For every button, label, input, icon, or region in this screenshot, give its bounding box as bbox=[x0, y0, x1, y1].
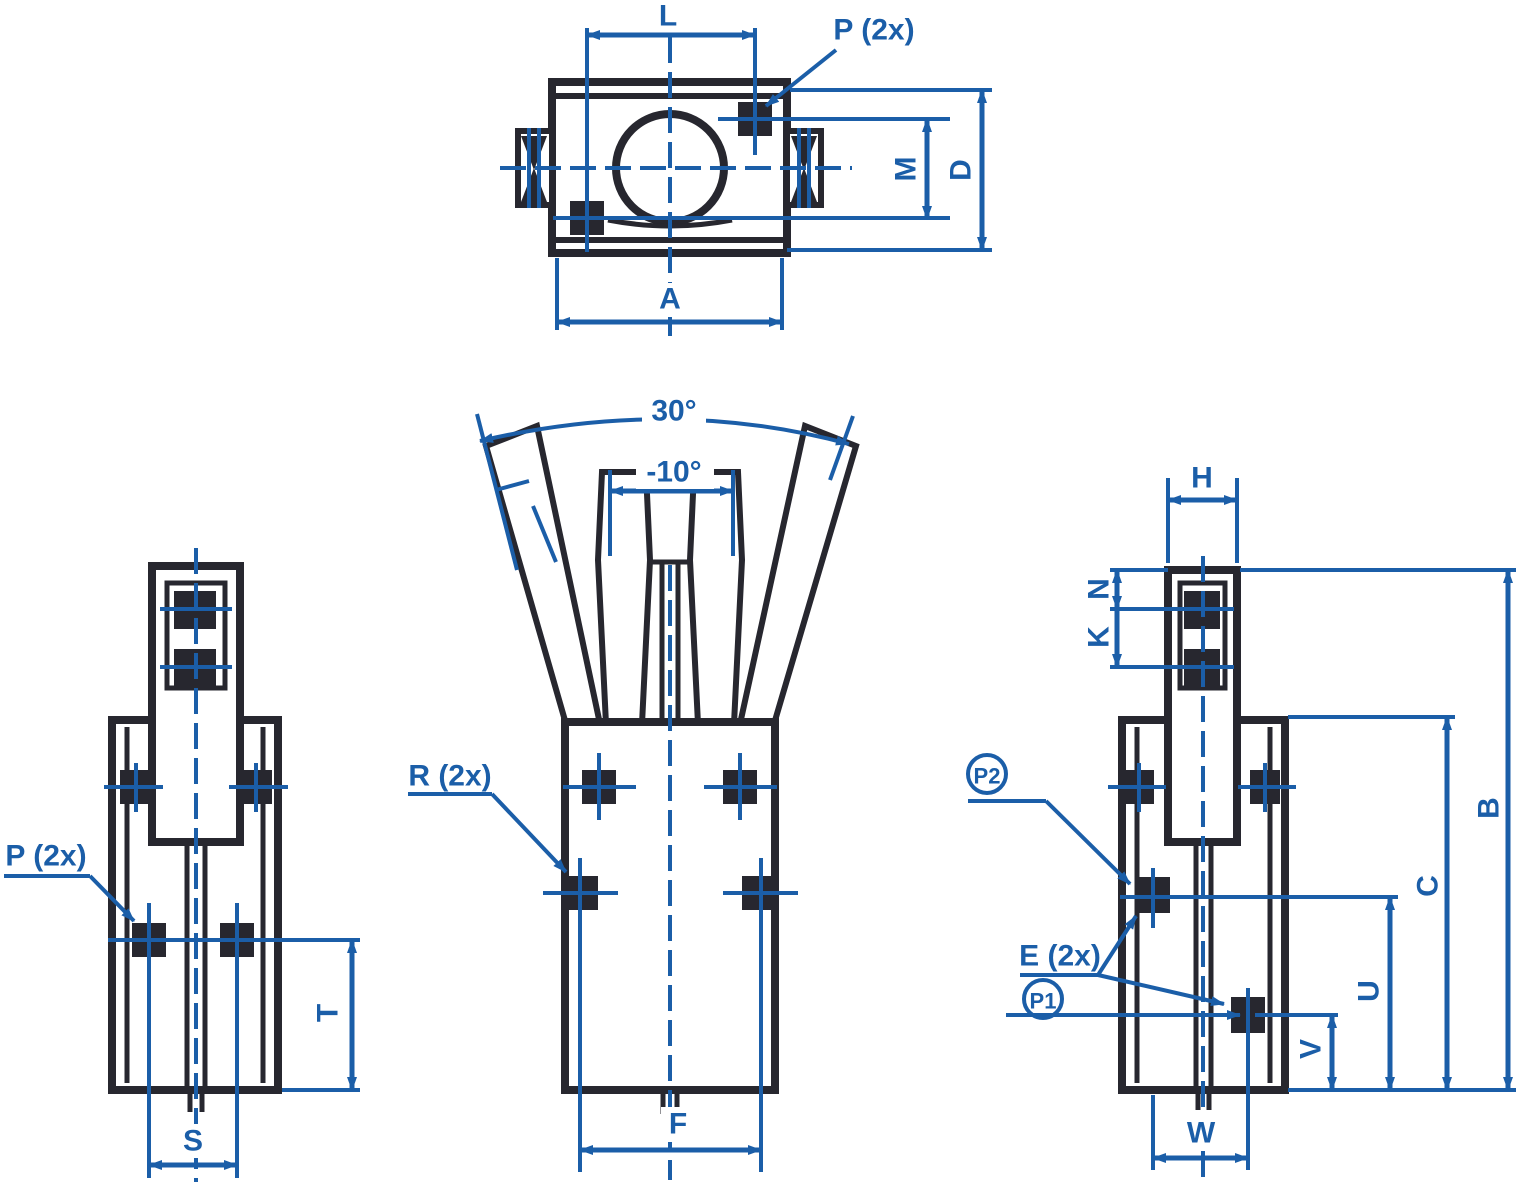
dim-label-W: W bbox=[1187, 1117, 1216, 1150]
gripper-jaw-open-left bbox=[482, 421, 604, 727]
callout-label-P-2x: P (2x) bbox=[833, 14, 914, 47]
right-view-dimensions bbox=[966, 478, 1516, 1170]
dim-label-F: F bbox=[669, 1108, 687, 1141]
left-view-dimensions bbox=[4, 874, 360, 1170]
front-view-dimensions bbox=[408, 413, 855, 1155]
dim-label-L: L bbox=[659, 0, 677, 33]
dim-label-closed-angle: -10° bbox=[646, 456, 701, 489]
port-P2-leader bbox=[1044, 799, 1132, 886]
left-view: P (2x) T S bbox=[4, 548, 360, 1182]
port-label-circle-P1 bbox=[1022, 978, 1064, 1020]
top-view-centerlines bbox=[500, 2, 852, 336]
dim-label-N: N bbox=[1083, 578, 1116, 600]
callout-label-R-2x: R (2x) bbox=[408, 760, 491, 793]
dim-label-open-angle: 30° bbox=[651, 395, 696, 428]
dim-label-M: M bbox=[890, 157, 923, 182]
port-label-P1: P1 bbox=[1030, 989, 1057, 1014]
dim-label-T: T bbox=[312, 1004, 345, 1022]
front-view-centerlines bbox=[543, 565, 798, 1180]
dim-label-K: K bbox=[1083, 626, 1116, 648]
gripper-jaw-closed-left bbox=[594, 469, 654, 727]
callout-leader-E-lower bbox=[1097, 973, 1225, 1006]
callout-leader-R bbox=[490, 792, 568, 874]
dim-label-U: U bbox=[1353, 980, 1386, 1002]
front-view: 30° -10° R (2x) F bbox=[408, 393, 860, 1180]
callout-leader-P bbox=[764, 48, 838, 108]
dim-label-B: B bbox=[1473, 797, 1506, 819]
left-view-centerlines bbox=[104, 548, 360, 1182]
dim-label-H: H bbox=[1191, 462, 1213, 495]
dim-label-C: C bbox=[1412, 875, 1445, 897]
callout-label-P-2x: P (2x) bbox=[5, 840, 86, 873]
dim-label-D: D bbox=[945, 159, 978, 181]
top-view-dimensions bbox=[553, 28, 992, 330]
dim-label-A: A bbox=[659, 283, 681, 316]
right-view-centerlines bbox=[1108, 556, 1296, 1182]
top-view: L P (2x) M D A bbox=[500, 0, 992, 336]
gripper-jaw-open-right bbox=[736, 421, 860, 727]
dim-label-V: V bbox=[1295, 1039, 1328, 1059]
callout-leader-E-upper bbox=[1096, 914, 1138, 977]
callout-leader-P bbox=[88, 874, 136, 923]
right-view: H N K P2 P1 E (2x) B C U V W bbox=[966, 462, 1516, 1182]
port-label-circle-P2 bbox=[966, 753, 1008, 795]
dim-label-S: S bbox=[183, 1125, 203, 1158]
callout-label-E-2x: E (2x) bbox=[1019, 940, 1101, 973]
port-label-P2: P2 bbox=[974, 764, 1001, 789]
